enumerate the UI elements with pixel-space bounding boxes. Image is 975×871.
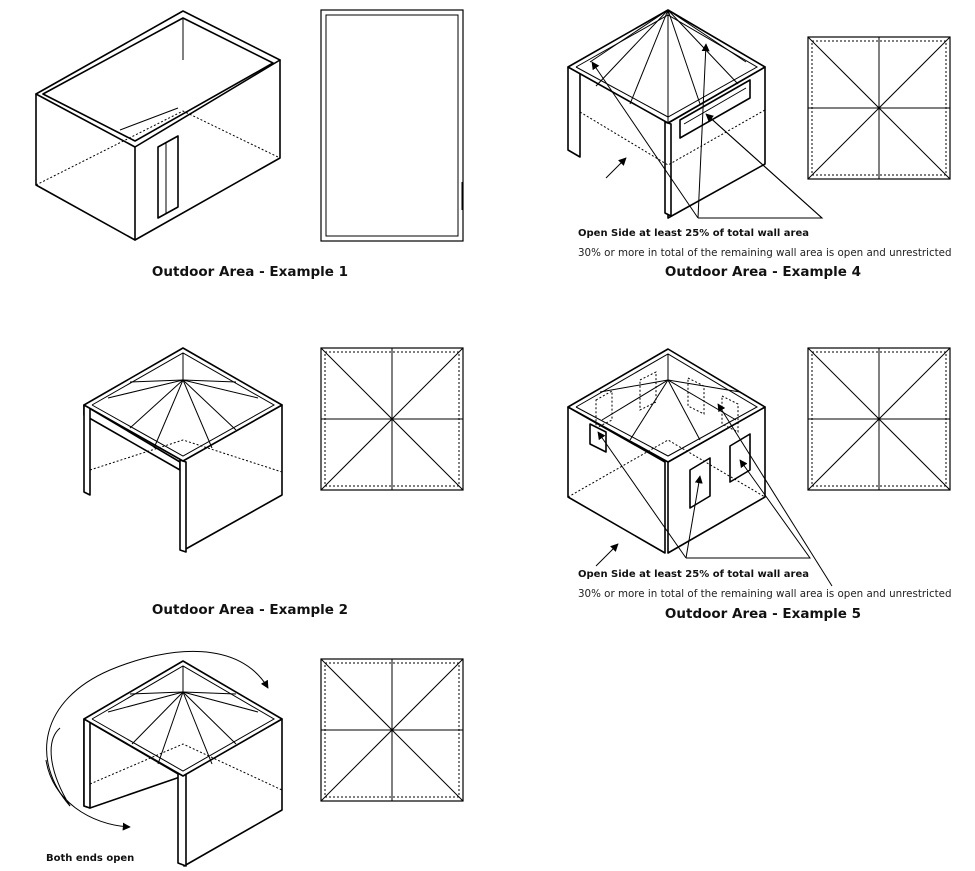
example-5-remaining-note: 30% or more in total of the remaining wa… — [578, 588, 952, 600]
example-1-caption: Outdoor Area - Example 1 — [152, 264, 348, 280]
example-4-open-side-note: Open Side at least 25% of total wall are… — [578, 228, 809, 239]
example-1-isometric-room — [35, 10, 281, 241]
example-2-caption: Outdoor Area - Example 2 — [152, 602, 348, 618]
example-4-remaining-note: 30% or more in total of the remaining wa… — [578, 247, 952, 259]
example-3-isometric-room — [45, 650, 283, 867]
example-5-isometric-room — [567, 348, 833, 587]
example-4-plan-view — [807, 36, 951, 180]
example-5-open-side-note: Open Side at least 25% of total wall are… — [578, 569, 809, 580]
example-3-plan-view — [320, 658, 464, 802]
example-1-plan-view — [320, 9, 464, 242]
example-2-isometric-room — [83, 347, 283, 553]
example-2-plan-view — [320, 347, 464, 491]
example-5-caption: Outdoor Area - Example 5 — [665, 606, 861, 622]
example-4-isometric-room — [567, 9, 824, 219]
both-ends-open-note: Both ends open — [46, 853, 134, 864]
example-4-caption: Outdoor Area - Example 4 — [665, 264, 861, 280]
example-5-plan-view — [807, 347, 951, 491]
